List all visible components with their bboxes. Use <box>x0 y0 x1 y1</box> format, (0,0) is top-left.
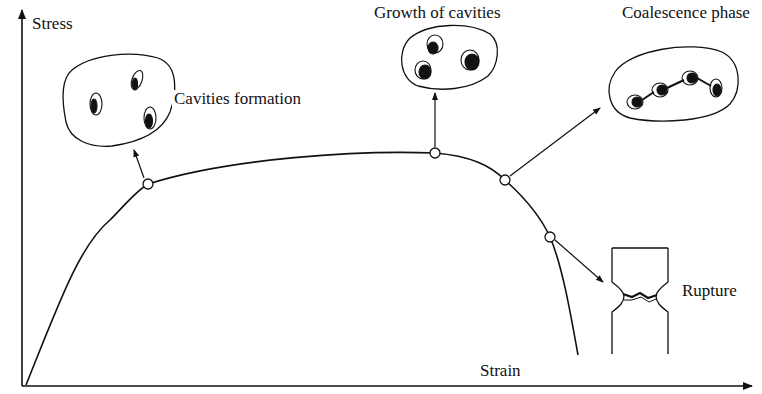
specimen <box>612 248 668 354</box>
grain-inset <box>63 54 175 146</box>
axis-label: Strain <box>478 362 523 381</box>
grain-inset <box>609 47 738 121</box>
stage-label: Growth of cavities <box>372 4 503 23</box>
stress-axis <box>21 10 23 386</box>
strain-axis <box>22 385 752 387</box>
axis-label: Stress <box>30 15 75 34</box>
stress-strain-curve <box>26 152 578 385</box>
grain-inset <box>402 25 498 89</box>
stage-label: Cavities formation <box>172 90 303 109</box>
stage-label: Coalescence phase <box>620 4 752 23</box>
stage-label: Rupture <box>680 282 739 301</box>
